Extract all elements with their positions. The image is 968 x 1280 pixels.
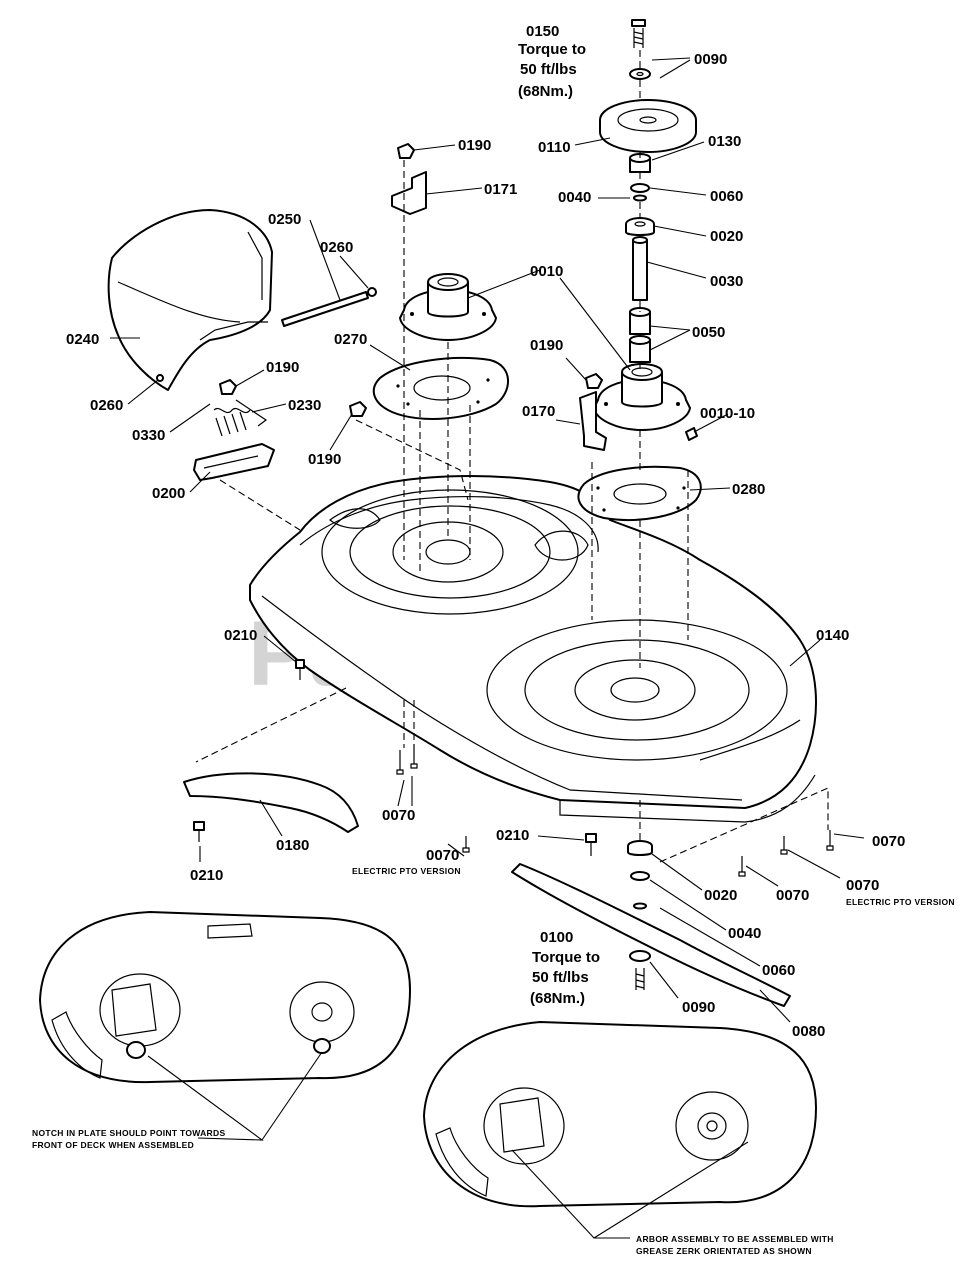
label-0190-a: 0190: [458, 137, 491, 154]
label-torque-top-1: Torque to: [518, 41, 586, 58]
bottom-view-left: [39, 911, 411, 1084]
label-0050: 0050: [692, 324, 725, 341]
label-0020-top: 0020: [710, 228, 743, 245]
label-0080: 0080: [792, 1023, 825, 1040]
label-0150: 0150: [526, 23, 559, 40]
label-0070-e: 0070: [846, 877, 879, 894]
note-electric-pto-right: ELECTRIC PTO VERSION: [846, 897, 955, 907]
note-notch-line2: FRONT OF DECK WHEN ASSEMBLED: [32, 1140, 194, 1150]
note-notch-line1: NOTCH IN PLATE SHOULD POINT TOWARDS: [32, 1128, 225, 1138]
label-torque-bot-2: 50 ft/lbs: [532, 969, 589, 986]
label-0100: 0100: [540, 929, 573, 946]
label-0171: 0171: [484, 181, 517, 198]
label-0010: 0010: [530, 263, 563, 280]
note-arbor-line1: ARBOR ASSEMBLY TO BE ASSEMBLED WITH: [636, 1234, 834, 1244]
label-0060-bot: 0060: [762, 962, 795, 979]
label-0040-top: 0040: [558, 189, 591, 206]
label-0130: 0130: [708, 133, 741, 150]
label-torque-top-2: 50 ft/lbs: [520, 61, 577, 78]
label-0060-top: 0060: [710, 188, 743, 205]
label-torque-top-3: (68Nm.): [518, 83, 573, 100]
label-0280: 0280: [732, 481, 765, 498]
label-0070-a: 0070: [382, 807, 415, 824]
note-arbor-line2: GREASE ZERK ORIENTATED AS SHOWN: [636, 1246, 812, 1256]
label-0140: 0140: [816, 627, 849, 644]
label-0090-bot: 0090: [682, 999, 715, 1016]
label-0070-b: 0070: [426, 847, 459, 864]
label-0110: 0110: [538, 139, 571, 156]
label-0260-b: 0260: [90, 397, 123, 414]
spindle-stack-right: [577, 19, 702, 521]
leader-lines: [110, 57, 865, 1239]
label-0210-a: 0210: [224, 627, 257, 644]
label-0010-10: 0010-10: [700, 405, 755, 422]
label-0090-top: 0090: [694, 51, 727, 68]
spindle-stack-left: [349, 143, 509, 420]
label-0040-bot: 0040: [728, 925, 761, 942]
deflector-group: [107, 209, 377, 481]
label-0240: 0240: [66, 331, 99, 348]
label-0070-c: 0070: [872, 833, 905, 850]
bottom-view-right: [423, 1021, 817, 1208]
label-0210-c: 0210: [496, 827, 529, 844]
label-0190-d: 0190: [308, 451, 341, 468]
part-labels: 0150 Torque to 50 ft/lbs (68Nm.) 0090 01…: [66, 23, 905, 1040]
label-0190-c: 0190: [266, 359, 299, 376]
label-torque-bot-1: Torque to: [532, 949, 600, 966]
label-0030: 0030: [710, 273, 743, 290]
assembly-notes: ELECTRIC PTO VERSION ELECTRIC PTO VERSIO…: [32, 866, 955, 1256]
label-0270: 0270: [334, 331, 367, 348]
label-0330: 0330: [132, 427, 165, 444]
label-0070-d: 0070: [776, 887, 809, 904]
label-0190-b: 0190: [530, 337, 563, 354]
alignment-lines: [195, 50, 829, 863]
label-0170: 0170: [522, 403, 555, 420]
note-electric-pto-left: ELECTRIC PTO VERSION: [352, 866, 461, 876]
label-0020-bot: 0020: [704, 887, 737, 904]
label-0250: 0250: [268, 211, 301, 228]
label-0200: 0200: [152, 485, 185, 502]
label-0210-b: 0210: [190, 867, 223, 884]
deck-shell-0140: [249, 475, 817, 823]
label-0230: 0230: [288, 397, 321, 414]
label-torque-bot-3: (68Nm.): [530, 990, 585, 1007]
blades-and-bolts: [183, 659, 834, 1007]
label-0180: 0180: [276, 837, 309, 854]
label-0260-a: 0260: [320, 239, 353, 256]
